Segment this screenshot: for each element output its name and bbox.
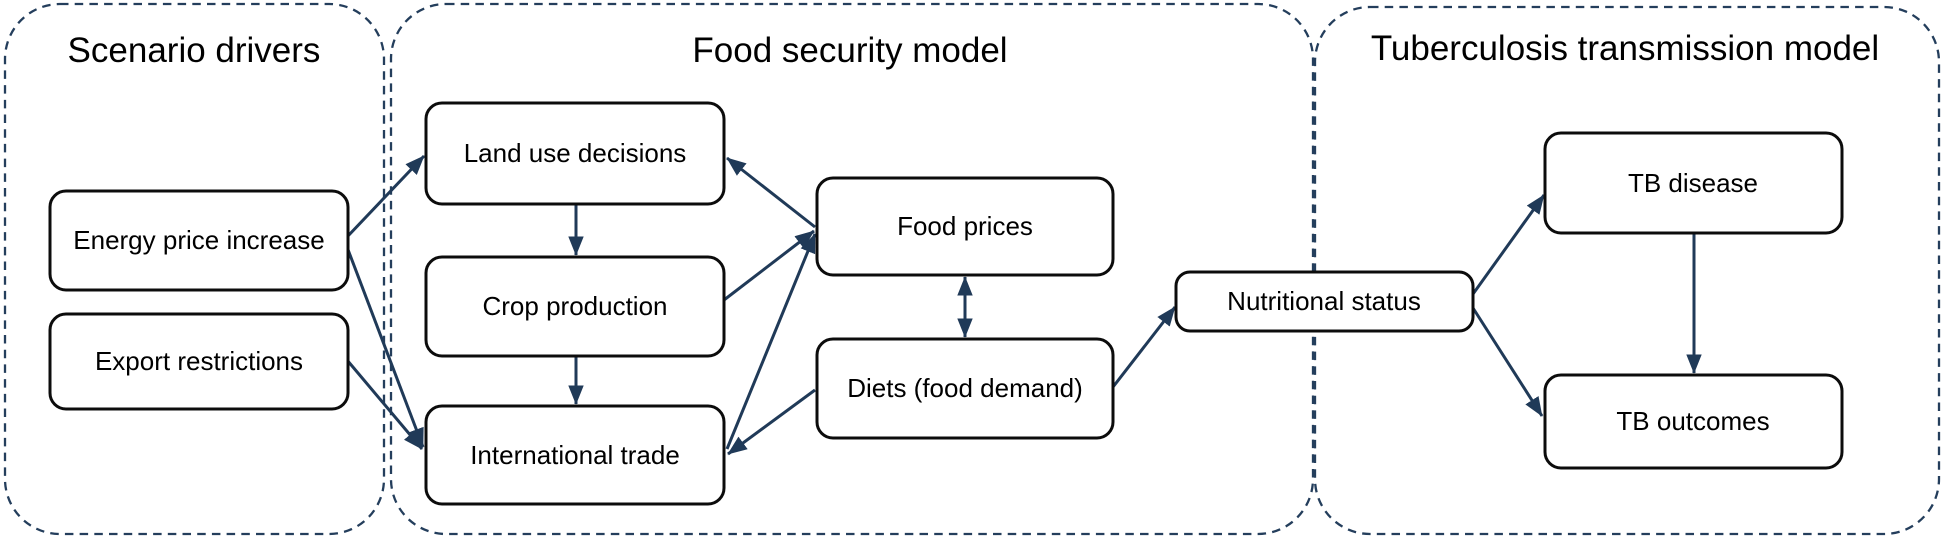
svg-text:Tuberculosis transmission mode: Tuberculosis transmission model [1371,29,1879,68]
svg-text:Nutritional status: Nutritional status [1227,286,1421,316]
svg-text:TB outcomes: TB outcomes [1616,406,1769,436]
svg-text:International trade: International trade [470,440,680,470]
svg-text:Crop production: Crop production [483,291,668,321]
svg-text:Energy price increase: Energy price increase [73,225,324,255]
svg-text:Scenario drivers: Scenario drivers [68,31,321,70]
svg-text:TB disease: TB disease [1628,168,1758,198]
svg-text:Food prices: Food prices [897,211,1033,241]
svg-text:Diets (food demand): Diets (food demand) [847,373,1083,403]
svg-text:Land use decisions: Land use decisions [464,138,687,168]
svg-text:Food security model: Food security model [692,31,1007,70]
svg-text:Export restrictions: Export restrictions [95,346,303,376]
